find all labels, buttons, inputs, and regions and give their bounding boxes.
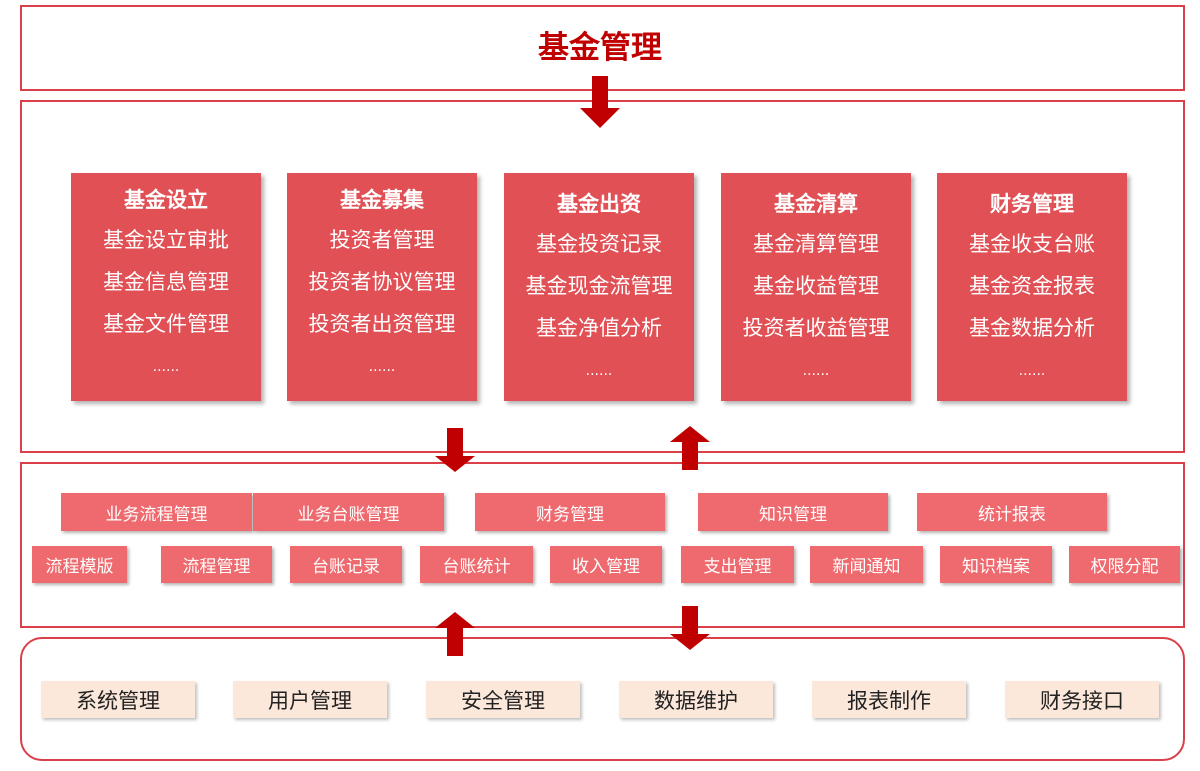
module-item: 基金净值分析 bbox=[536, 316, 662, 340]
function-label: 流程模版 bbox=[32, 546, 127, 583]
base-module: 系统管理 bbox=[41, 681, 195, 718]
arrow-down-icon bbox=[670, 606, 710, 650]
module-item: 基金数据分析 bbox=[969, 316, 1095, 340]
base-module: 数据维护 bbox=[619, 681, 773, 718]
module-item: 基金设立审批 bbox=[103, 228, 229, 252]
group-label: 财务管理 bbox=[475, 493, 665, 531]
group-label: 业务台账管理 bbox=[253, 493, 444, 531]
function-label: 流程管理 bbox=[161, 546, 272, 583]
module-item: 基金资金报表 bbox=[969, 274, 1095, 298]
function-label: 台账统计 bbox=[420, 546, 533, 583]
module-more: ...... bbox=[585, 363, 613, 379]
module-item: 基金信息管理 bbox=[103, 270, 229, 294]
module-title: 基金清算 bbox=[774, 192, 858, 216]
module-card: 基金募集投资者管理投资者协议管理投资者出资管理...... bbox=[287, 173, 477, 401]
function-label: 知识档案 bbox=[940, 546, 1052, 583]
module-title: 基金设立 bbox=[124, 188, 208, 212]
function-label: 收入管理 bbox=[550, 546, 662, 583]
module-title: 基金出资 bbox=[557, 192, 641, 216]
module-title: 财务管理 bbox=[990, 192, 1074, 216]
module-item: 基金收支台账 bbox=[969, 232, 1095, 256]
group-label: 知识管理 bbox=[698, 493, 888, 531]
module-more: ...... bbox=[152, 359, 180, 375]
module-card: 基金出资基金投资记录基金现金流管理基金净值分析...... bbox=[504, 173, 694, 401]
base-frame bbox=[20, 637, 1185, 761]
function-label: 台账记录 bbox=[290, 546, 402, 583]
module-card: 基金清算基金清算管理基金收益管理投资者收益管理...... bbox=[721, 173, 911, 401]
module-item: 基金清算管理 bbox=[753, 232, 879, 256]
page-title: 基金管理 bbox=[538, 30, 662, 66]
module-more: ...... bbox=[368, 359, 396, 375]
module-item: 基金投资记录 bbox=[536, 232, 662, 256]
arrow-up-icon bbox=[435, 612, 475, 656]
module-item: 投资者出资管理 bbox=[308, 312, 456, 336]
module-item: 基金收益管理 bbox=[753, 274, 879, 298]
module-card: 财务管理基金收支台账基金资金报表基金数据分析...... bbox=[937, 173, 1127, 401]
function-label: 支出管理 bbox=[681, 546, 794, 583]
module-item: 投资者协议管理 bbox=[308, 270, 456, 294]
group-label: 统计报表 bbox=[917, 493, 1107, 531]
base-module: 报表制作 bbox=[812, 681, 966, 718]
base-module: 财务接口 bbox=[1005, 681, 1159, 718]
base-module: 安全管理 bbox=[426, 681, 580, 718]
function-label: 新闻通知 bbox=[810, 546, 923, 583]
base-module: 用户管理 bbox=[233, 681, 387, 718]
module-item: 投资者收益管理 bbox=[742, 316, 890, 340]
function-label: 权限分配 bbox=[1069, 546, 1180, 583]
module-more: ...... bbox=[802, 363, 830, 379]
module-more: ...... bbox=[1018, 363, 1046, 379]
module-item: 投资者管理 bbox=[329, 228, 435, 252]
arrow-up-icon bbox=[670, 426, 710, 470]
arrow-down-icon bbox=[435, 428, 475, 472]
module-card: 基金设立基金设立审批基金信息管理基金文件管理...... bbox=[71, 173, 261, 401]
module-item: 基金文件管理 bbox=[103, 312, 229, 336]
module-title: 基金募集 bbox=[340, 188, 424, 212]
middle-frame bbox=[20, 462, 1185, 628]
group-label: 业务流程管理 bbox=[61, 493, 252, 531]
arrow-down-icon bbox=[580, 76, 620, 128]
module-item: 基金现金流管理 bbox=[525, 274, 673, 298]
